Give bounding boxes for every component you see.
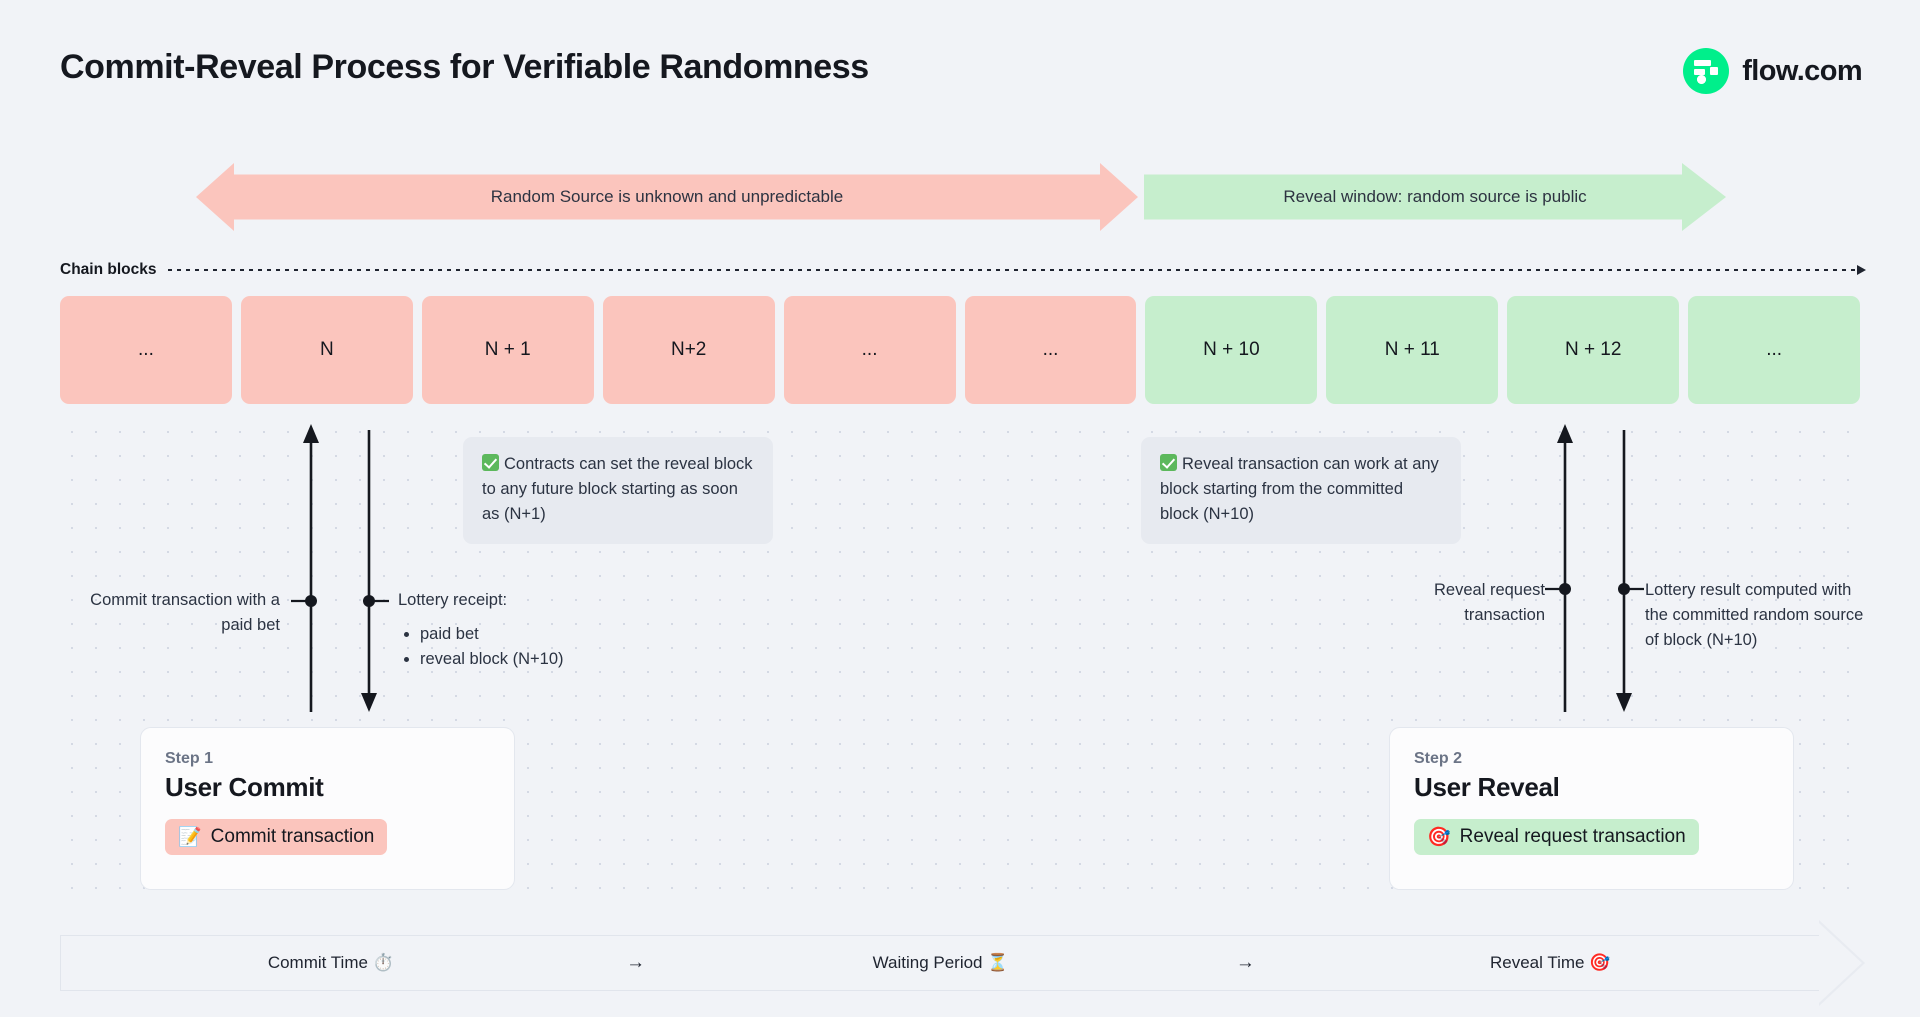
callout-lottery-receipt-title: Lottery receipt: bbox=[398, 591, 508, 609]
phase-label-reveal: Reveal window: random source is public bbox=[1283, 187, 1587, 206]
chain-block: ... bbox=[783, 296, 956, 404]
note-commit-window-text: Contracts can set the reveal block to an… bbox=[482, 455, 753, 524]
timeline-cell-waiting-period: Waiting Period ⏳ bbox=[872, 953, 1009, 972]
chain-block: N + 10 bbox=[1145, 296, 1318, 404]
callout-lottery-receipt: Lottery receipt: paid bet reveal block (… bbox=[398, 588, 668, 672]
chain-block: N bbox=[240, 296, 413, 404]
target-icon: 🎯 bbox=[1427, 826, 1451, 848]
step-1-eyebrow: Step 1 bbox=[165, 750, 214, 767]
timeline-end-arrow-icon bbox=[1819, 920, 1865, 1006]
chain-block: ... bbox=[60, 296, 232, 404]
timeline-cell-reveal-time: Reveal Time 🎯 bbox=[1489, 953, 1611, 972]
commit-transaction-chip[interactable]: 📝 Commit transaction bbox=[165, 819, 388, 855]
timeline-arrow-icon: → bbox=[1235, 952, 1255, 973]
phase-banner-unknown: Random Source is unknown and unpredictab… bbox=[196, 163, 1138, 231]
phase-banner-reveal: Reveal window: random source is public bbox=[1144, 163, 1726, 231]
phase-label-unknown: Random Source is unknown and unpredictab… bbox=[490, 187, 844, 206]
list-item: reveal block (N+10) bbox=[398, 647, 668, 672]
phase-banner-row: Random Source is unknown and unpredictab… bbox=[0, 163, 1920, 231]
note-reveal-window-text: Reveal transaction can work at any block… bbox=[1160, 455, 1439, 524]
chain-block: ... bbox=[1688, 296, 1861, 404]
page-title: Commit-Reveal Process for Verifiable Ran… bbox=[60, 48, 869, 86]
callout-reveal-request: Reveal request transaction bbox=[1434, 581, 1545, 625]
timeline-cell-commit-time: Commit Time ⏱️ bbox=[267, 953, 394, 972]
step-2-eyebrow: Step 2 bbox=[1414, 750, 1463, 767]
step-card-user-commit: Step 1 User Commit 📝 Commit transaction bbox=[140, 727, 515, 890]
timeline-arrow-icon: → bbox=[626, 952, 646, 973]
callout-lottery-result: Lottery result computed with the committ… bbox=[1645, 581, 1864, 650]
page-header: Commit-Reveal Process for Verifiable Ran… bbox=[0, 0, 1920, 120]
note-reveal-window: Reveal transaction can work at any block… bbox=[1141, 437, 1461, 544]
list-item: paid bet bbox=[398, 622, 668, 647]
reveal-request-transaction-chip[interactable]: 🎯 Reveal request transaction bbox=[1414, 819, 1699, 855]
chain-blocks-row: ... N N + 1 N+2 ... ... N + 10 N + 11 N … bbox=[60, 296, 1861, 404]
check-badge-icon bbox=[1160, 454, 1177, 471]
bottom-timeline: Commit Time ⏱️ → Waiting Period ⏳ → Reve… bbox=[60, 935, 1820, 991]
check-badge-icon bbox=[482, 454, 499, 471]
step-1-title: User Commit bbox=[165, 772, 324, 802]
chain-block: N + 1 bbox=[421, 296, 594, 404]
step-2-title: User Reveal bbox=[1414, 772, 1560, 802]
chain-blocks-label: Chain blocks bbox=[60, 261, 157, 278]
chain-block: N + 11 bbox=[1326, 296, 1499, 404]
commit-transaction-chip-label: Commit transaction bbox=[210, 826, 375, 847]
chain-block: ... bbox=[964, 296, 1137, 404]
brand-name: flow.com bbox=[1742, 54, 1862, 87]
flow-logo-icon bbox=[1683, 48, 1730, 94]
note-commit-window: Contracts can set the reveal block to an… bbox=[463, 437, 773, 544]
callout-lottery-receipt-list: paid bet reveal block (N+10) bbox=[398, 622, 668, 672]
chain-blocks-axis: Chain blocks bbox=[60, 258, 1866, 282]
step-card-user-reveal: Step 2 User Reveal 🎯 Reveal request tran… bbox=[1389, 727, 1794, 890]
brand-logo: flow.com bbox=[1683, 48, 1863, 94]
reveal-request-transaction-chip-label: Reveal request transaction bbox=[1459, 826, 1686, 847]
callout-commit-transaction: Commit transaction with a paid bet bbox=[90, 591, 280, 635]
chain-block: N+2 bbox=[602, 296, 775, 404]
memo-icon: 📝 bbox=[178, 826, 202, 848]
chain-axis-arrow-icon bbox=[168, 265, 1866, 275]
chain-block: N + 12 bbox=[1507, 296, 1680, 404]
